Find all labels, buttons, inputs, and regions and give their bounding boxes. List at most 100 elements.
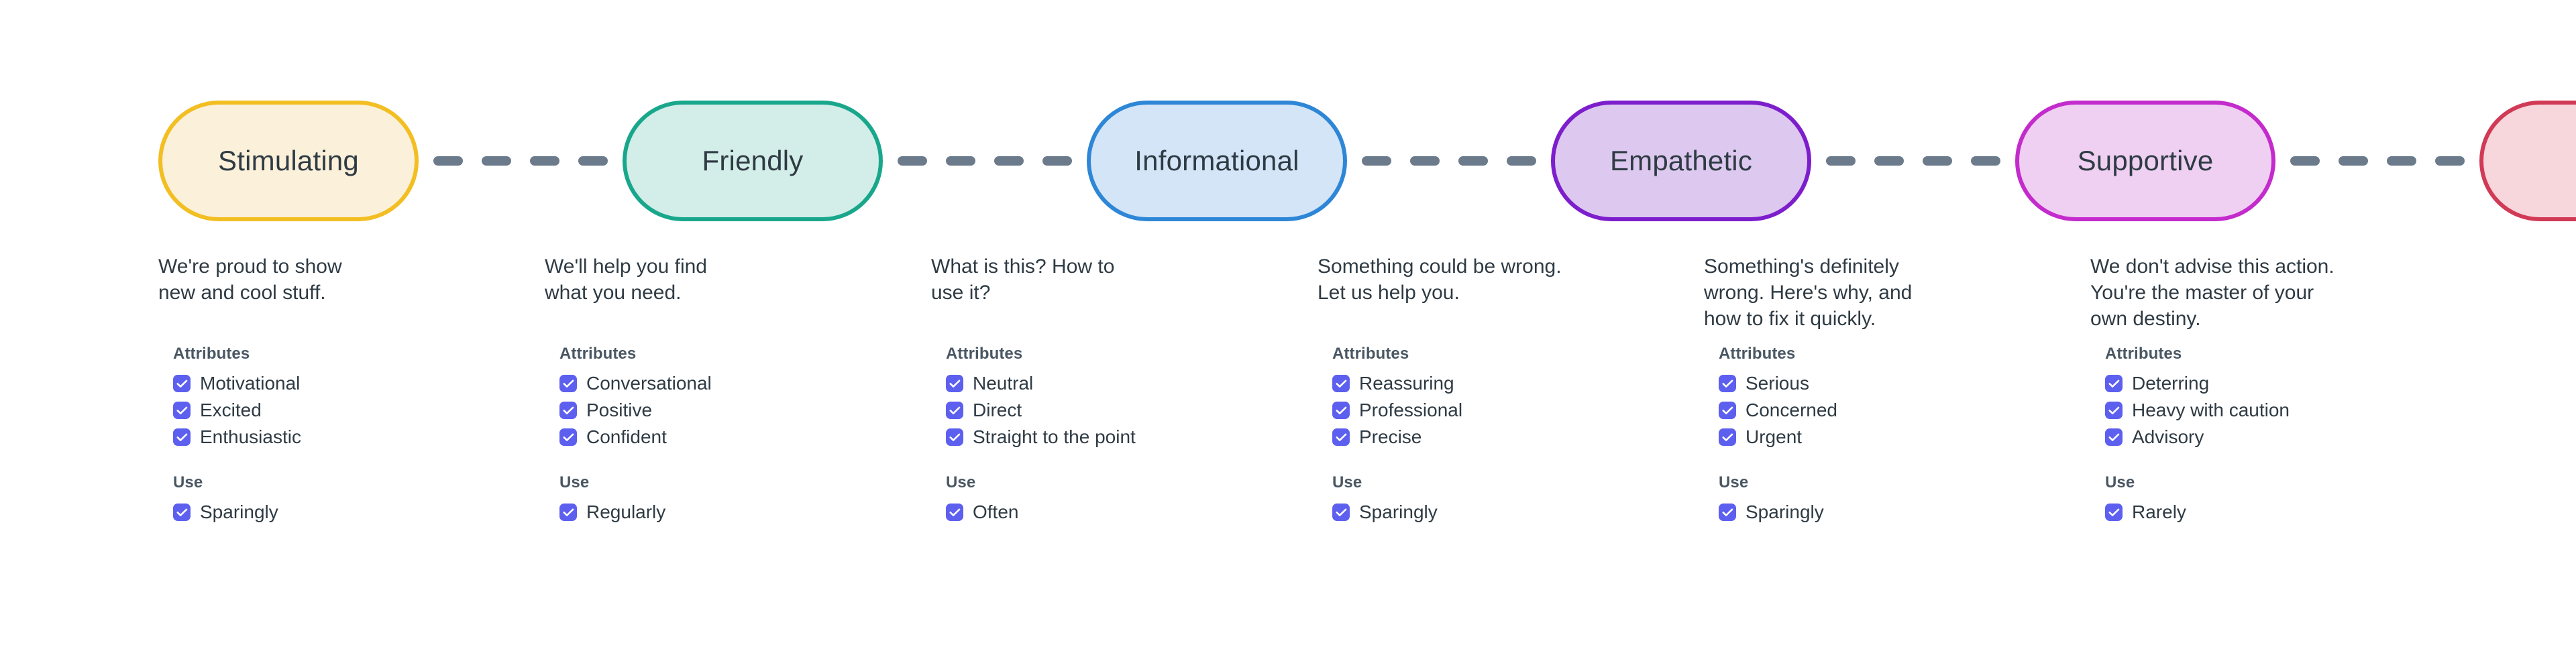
checkmark-icon[interactable] <box>1332 504 1350 521</box>
attribute-checkbox-row[interactable]: Straight to the point <box>946 424 1301 451</box>
attributes-heading: Attributes <box>173 345 250 363</box>
attribute-checkbox-row[interactable]: Neutral <box>946 370 1301 397</box>
dash-segment <box>2435 156 2465 166</box>
checkmark-icon[interactable] <box>1332 402 1350 419</box>
attribute-checkbox-row[interactable]: Concerned <box>1719 397 2074 424</box>
tone-description: We'll help you find what you need. <box>545 255 707 304</box>
tone-column-supportive: Something's definitely wrong. Here's why… <box>1704 253 2090 526</box>
dash-segment <box>1042 156 1072 166</box>
checkmark-icon[interactable] <box>1332 428 1350 446</box>
checkmark-icon[interactable] <box>1719 402 1736 419</box>
tone-pill-stern[interactable]: Stern <box>2479 101 2576 221</box>
dashed-line-icon <box>2275 156 2479 166</box>
attribute-checkbox-row[interactable]: Positive <box>559 397 915 424</box>
use-heading: Use <box>2105 473 2135 491</box>
checkmark-icon[interactable] <box>173 375 191 392</box>
use-checkbox-row[interactable]: Sparingly <box>173 499 529 526</box>
tone-pill-label: Friendly <box>702 145 804 176</box>
checkmark-icon[interactable] <box>2105 402 2123 419</box>
attribute-checkbox-row-label: Straight to the point <box>973 426 1136 447</box>
use-checkbox-row-label: Rarely <box>2132 501 2186 522</box>
tone-description: We don't advise this action. You're the … <box>2090 255 2334 330</box>
checkmark-icon[interactable] <box>946 402 963 419</box>
dash-segment <box>578 156 608 166</box>
use-heading: Use <box>1719 473 1749 491</box>
checkmark-icon[interactable] <box>559 428 577 446</box>
checkmark-icon[interactable] <box>2105 375 2123 392</box>
tone-column-stimulating: We're proud to show new and cool stuff.A… <box>158 253 545 526</box>
dash-segment <box>1362 156 1391 166</box>
attribute-checkbox-row[interactable]: Direct <box>946 397 1301 424</box>
checkmark-icon[interactable] <box>173 402 191 419</box>
attribute-checkbox-row[interactable]: Motivational <box>173 370 529 397</box>
dash-segment <box>946 156 975 166</box>
dash-segment <box>482 156 511 166</box>
attribute-checkbox-row-label: Heavy with caution <box>2132 400 2290 420</box>
attribute-checkbox-row-label: Motivational <box>200 373 301 394</box>
attribute-checkbox-row[interactable]: Urgent <box>1719 424 2074 451</box>
attribute-checkbox-row[interactable]: Deterring <box>2105 370 2461 397</box>
checkmark-icon[interactable] <box>559 504 577 521</box>
dash-segment <box>2387 156 2416 166</box>
attributes-heading: Attributes <box>559 345 637 363</box>
attribute-checkbox-row-label: Positive <box>586 400 653 420</box>
checkmark-icon[interactable] <box>946 504 963 521</box>
attribute-checkbox-row[interactable]: Professional <box>1332 397 1688 424</box>
checkmark-icon[interactable] <box>1719 428 1736 446</box>
use-checkbox-row[interactable]: Regularly <box>559 499 915 526</box>
attributes-heading: Attributes <box>1719 345 1796 363</box>
dash-segment <box>1507 156 1536 166</box>
attribute-checkbox-row-label: Conversational <box>586 373 712 394</box>
dash-segment <box>2290 156 2320 166</box>
use-checkbox-row[interactable]: Often <box>946 499 1301 526</box>
use-checkbox-row-label: Regularly <box>586 501 666 522</box>
attribute-checkbox-row-label: Advisory <box>2132 426 2204 447</box>
tone-column-stern: We don't advise this action. You're the … <box>2090 253 2477 526</box>
use-checkbox-row[interactable]: Sparingly <box>1332 499 1688 526</box>
attribute-checkbox-row[interactable]: Reassuring <box>1332 370 1688 397</box>
checkmark-icon[interactable] <box>173 504 191 521</box>
checkmark-icon[interactable] <box>559 402 577 419</box>
tone-pill-supportive[interactable]: Supportive <box>2015 101 2275 221</box>
attribute-checkbox-row-label: Confident <box>586 426 667 447</box>
attribute-checkbox-row-label: Excited <box>200 400 262 420</box>
attribute-checkbox-row[interactable]: Precise <box>1332 424 1688 451</box>
attribute-checkbox-row-label: Neutral <box>973 373 1034 394</box>
checkmark-icon[interactable] <box>1332 375 1350 392</box>
checkmark-icon[interactable] <box>946 428 963 446</box>
tone-pill-friendly[interactable]: Friendly <box>623 101 883 221</box>
attribute-checkbox-row[interactable]: Serious <box>1719 370 2074 397</box>
dashed-line-icon <box>1347 156 1551 166</box>
use-checkbox-row[interactable]: Sparingly <box>1719 499 2074 526</box>
attribute-checkbox-row[interactable]: Advisory <box>2105 424 2461 451</box>
checkmark-icon[interactable] <box>1719 375 1736 392</box>
checkmark-icon[interactable] <box>559 375 577 392</box>
dashed-line-icon <box>883 156 1087 166</box>
tone-pill-stimulating[interactable]: Stimulating <box>158 101 419 221</box>
checkmark-icon[interactable] <box>2105 428 2123 446</box>
checkmark-icon[interactable] <box>173 428 191 446</box>
tone-pill-cell: Stimulating <box>158 101 419 221</box>
tone-pill-informational[interactable]: Informational <box>1087 101 1347 221</box>
dash-segment <box>1874 156 1904 166</box>
attribute-checkbox-row[interactable]: Conversational <box>559 370 915 397</box>
attribute-checkbox-row[interactable]: Enthusiastic <box>173 424 529 451</box>
checkmark-icon[interactable] <box>946 375 963 392</box>
tone-pill-empathetic[interactable]: Empathetic <box>1551 101 1811 221</box>
use-checkbox-row[interactable]: Rarely <box>2105 499 2461 526</box>
use-heading: Use <box>946 473 976 491</box>
attribute-checkbox-row[interactable]: Heavy with caution <box>2105 397 2461 424</box>
use-checkbox-row-label: Often <box>973 501 1019 522</box>
checkmark-icon[interactable] <box>2105 504 2123 521</box>
dash-segment <box>530 156 559 166</box>
attribute-checkbox-row[interactable]: Excited <box>173 397 529 424</box>
checkmark-icon[interactable] <box>1719 504 1736 521</box>
attribute-checkbox-row[interactable]: Confident <box>559 424 915 451</box>
